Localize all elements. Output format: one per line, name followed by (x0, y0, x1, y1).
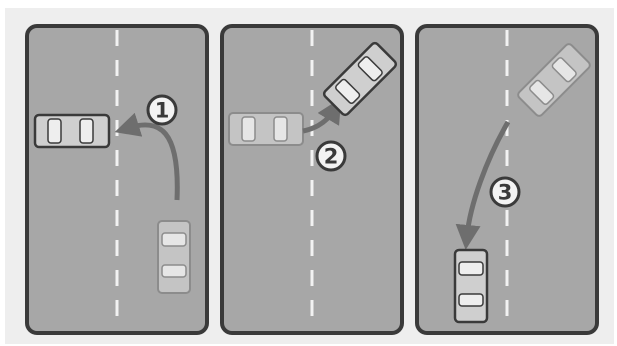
car-end-1 (35, 115, 109, 147)
step-number-2: 2 (324, 145, 339, 169)
car-start-1 (158, 221, 190, 293)
step-badge-1: 1 (148, 96, 176, 124)
car-end-3 (455, 250, 487, 322)
panel-3: 3 (417, 26, 597, 333)
step-number-1: 1 (155, 99, 170, 123)
step-badge-3: 3 (491, 178, 519, 206)
panel-1: 1 (27, 26, 207, 333)
panel-2: 2 (222, 26, 402, 333)
step-badge-2: 2 (317, 142, 345, 170)
step-number-3: 3 (498, 181, 513, 205)
car-start-2 (229, 113, 303, 145)
